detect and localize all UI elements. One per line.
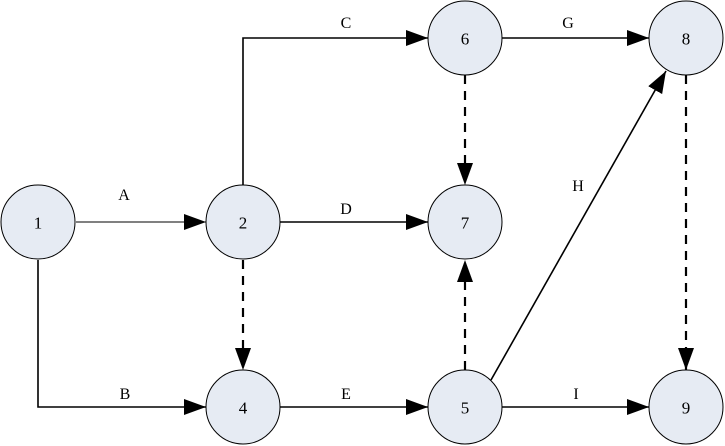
edge-H: H bbox=[490, 70, 667, 381]
edge-B: B bbox=[37, 260, 206, 415]
edge-A: A bbox=[76, 187, 206, 230]
edge-label-I: I bbox=[573, 386, 578, 403]
node-2: 2 bbox=[205, 184, 281, 260]
node-label-4: 4 bbox=[239, 399, 248, 418]
edge-label-G: G bbox=[562, 15, 574, 32]
node-4: 4 bbox=[205, 369, 281, 445]
edge-I: I bbox=[502, 386, 649, 415]
node-label-2: 2 bbox=[239, 214, 248, 233]
node-5: 5 bbox=[427, 369, 503, 445]
edge-label-B: B bbox=[120, 386, 131, 403]
node-1: 1 bbox=[0, 184, 76, 260]
node-label-1: 1 bbox=[34, 214, 43, 233]
node-label-5: 5 bbox=[461, 399, 470, 418]
edge-label-D: D bbox=[340, 201, 352, 218]
edge-label-A: A bbox=[118, 187, 130, 204]
edge-E: E bbox=[280, 386, 428, 415]
node-9: 9 bbox=[648, 369, 724, 445]
edge-D: D bbox=[280, 201, 428, 230]
edge-label-H: H bbox=[572, 178, 584, 195]
node-label-9: 9 bbox=[682, 399, 691, 418]
node-label-7: 7 bbox=[461, 214, 470, 233]
node-6: 6 bbox=[427, 0, 503, 76]
node-label-6: 6 bbox=[461, 30, 470, 49]
edge-label-E: E bbox=[341, 386, 351, 403]
edge-label-C: C bbox=[341, 15, 352, 32]
edge-G: G bbox=[502, 15, 649, 46]
edge-C: C bbox=[242, 15, 428, 185]
node-label-8: 8 bbox=[682, 30, 691, 49]
node-8: 8 bbox=[648, 0, 724, 76]
node-7: 7 bbox=[427, 184, 503, 260]
